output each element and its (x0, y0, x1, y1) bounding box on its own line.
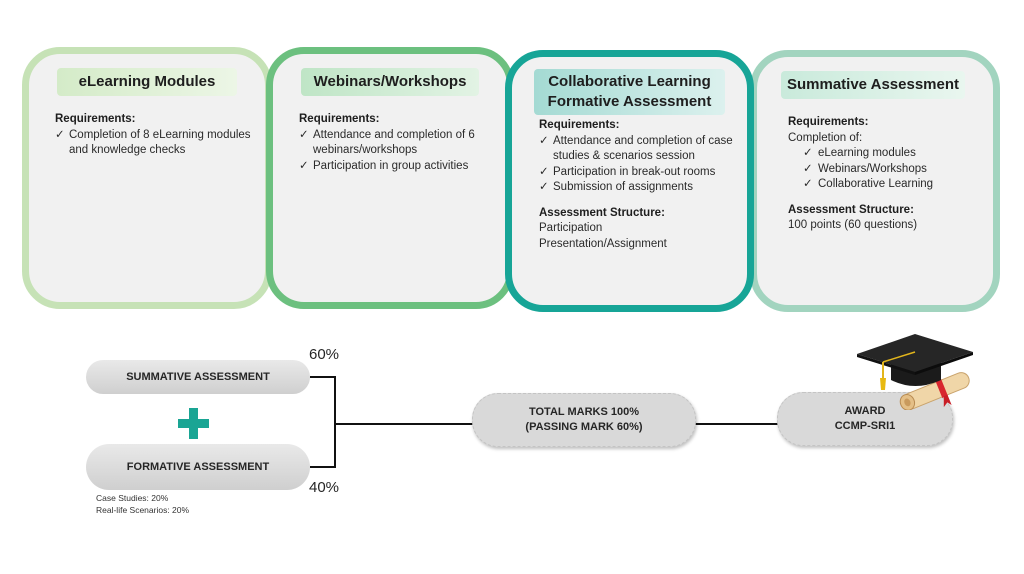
award-label: AWARD (844, 405, 886, 417)
connector-line (310, 376, 336, 378)
requirement-item: ✓Submission of assignments (539, 180, 735, 196)
card-title-line2: Formative Assessment (547, 93, 712, 110)
structure-item: 100 points (60 questions) (788, 219, 918, 231)
connector-line (310, 466, 336, 468)
plus-icon (178, 408, 209, 439)
connector-line (334, 376, 336, 468)
requirements-label: Requirements: (539, 119, 620, 131)
requirement-item: ✓Participation in group activities (299, 159, 495, 175)
total-marks-label: TOTAL MARKS 100% (528, 406, 640, 418)
card-collaborative-learning: Collaborative Learning Formative Assessm… (505, 50, 754, 312)
card-title: Collaborative Learning Formative Assessm… (534, 69, 725, 115)
formative-weight: 40% (309, 479, 340, 496)
passing-mark-label: (PASSING MARK 60%) (525, 421, 643, 433)
formative-assessment-pill: FORMATIVE ASSESSMENT (86, 444, 310, 490)
card-title: eLearning Modules (57, 68, 237, 96)
card-title: Webinars/Workshops (301, 68, 479, 96)
requirement-item: ✓eLearning modules (788, 146, 981, 162)
requirements-label: Requirements: (299, 113, 380, 125)
summative-weight: 60% (309, 346, 340, 363)
checkmark-icon: ✓ (803, 147, 813, 159)
award-code: CCMP-SRI1 (834, 420, 896, 432)
structure-item: Participation (539, 222, 603, 234)
breakdown-item: Case Studies: 20% (96, 493, 169, 503)
summative-assessment-pill: SUMMATIVE ASSESSMENT (86, 360, 310, 394)
requirement-item: ✓Completion of 8 eLearning modules and k… (55, 128, 251, 157)
breakdown-item: Real-life Scenarios: 20% (96, 505, 190, 515)
requirement-item: ✓Participation in break-out rooms (539, 165, 735, 181)
assessment-structure-label: Assessment Structure: (788, 203, 914, 216)
checkmark-icon: ✓ (539, 134, 549, 147)
assessment-structure-label: Assessment Structure: (539, 206, 665, 219)
card-title: Summative Assessment (781, 71, 965, 99)
card-elearning-modules: eLearning Modules Requirements: ✓Complet… (22, 47, 272, 309)
checkmark-icon: ✓ (299, 128, 309, 141)
checkmark-icon: ✓ (539, 165, 549, 178)
requirements-label: Requirements: (55, 113, 136, 125)
card-summative-assessment: Summative Assessment Requirements: Compl… (750, 50, 1000, 312)
requirement-item: ✓Webinars/Workshops (788, 162, 981, 178)
checkmark-icon: ✓ (803, 162, 813, 175)
connector-line (694, 423, 780, 425)
connector-line (334, 423, 474, 425)
checkmark-icon: ✓ (539, 181, 549, 193)
requirements-intro: Completion of: (788, 131, 863, 144)
formative-breakdown: Case Studies: 20% Real-life Scenarios: 2… (96, 492, 189, 516)
card-title-line1: Collaborative Learning (548, 73, 711, 90)
graduation-cap-diploma-icon (853, 332, 978, 411)
checkmark-icon: ✓ (803, 178, 813, 190)
checkmark-icon: ✓ (55, 128, 65, 141)
requirement-item: ✓Collaborative Learning (788, 177, 981, 193)
requirement-item: ✓Attendance and completion of 6 webinars… (299, 128, 475, 157)
card-webinars-workshops: Webinars/Workshops Requirements: ✓Attend… (266, 47, 514, 309)
checkmark-icon: ✓ (299, 159, 309, 172)
requirement-item: ✓Attendance and completion of case studi… (539, 134, 733, 163)
requirements-label: Requirements: (788, 116, 869, 128)
structure-item: Presentation/Assignment (539, 237, 667, 250)
total-marks-pill: TOTAL MARKS 100% (PASSING MARK 60%) (472, 393, 696, 447)
